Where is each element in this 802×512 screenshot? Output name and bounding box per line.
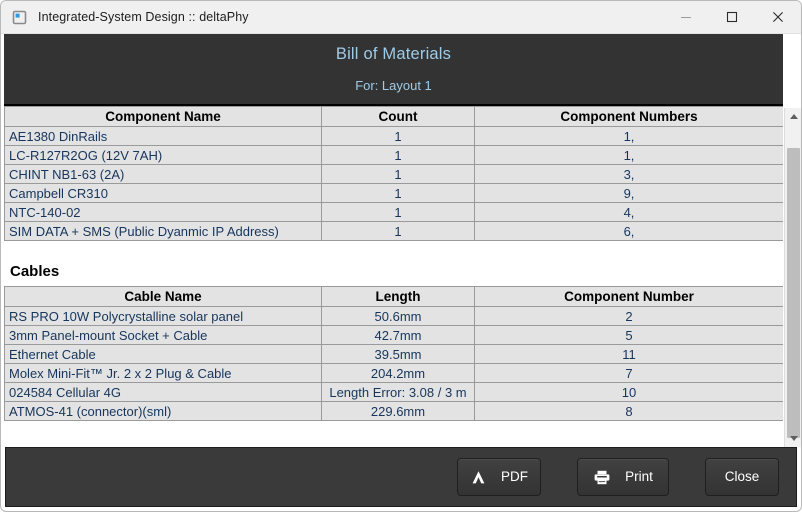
- cell-component-numbers: 1,: [474, 126, 783, 146]
- window-title: Integrated-System Design :: deltaPhy: [38, 10, 249, 24]
- close-button-label: Close: [724, 469, 760, 485]
- maximize-button[interactable]: [709, 1, 755, 33]
- cell-cable-name: Ethernet Cable: [4, 344, 322, 364]
- print-button-label: Print: [625, 469, 653, 485]
- table-row[interactable]: 3mm Panel-mount Socket + Cable 42.7mm 5: [4, 325, 783, 345]
- app-window-icon: [11, 9, 28, 26]
- cell-component-numbers: 9,: [474, 183, 783, 203]
- cell-component-name: LC-R127R2OG (12V 7AH): [4, 145, 322, 165]
- close-dialog-button[interactable]: Close: [705, 458, 779, 496]
- print-button[interactable]: Print: [577, 458, 669, 496]
- section-spacer: [4, 241, 783, 263]
- maximize-icon: [726, 11, 738, 23]
- table-row[interactable]: 024584 Cellular 4G Length Error: 3.08 / …: [4, 382, 783, 402]
- pdf-button[interactable]: PDF: [457, 458, 541, 496]
- cell-component-numbers: 4,: [474, 202, 783, 222]
- cell-component-number: 5: [474, 325, 783, 345]
- cell-count: 1: [321, 202, 475, 222]
- close-button[interactable]: [755, 1, 801, 33]
- cell-cable-name: RS PRO 10W Polycrystalline solar panel: [4, 306, 322, 326]
- report-header: Bill of Materials For: Layout 1: [4, 34, 783, 106]
- table-row[interactable]: SIM DATA + SMS (Public Dyanmic IP Addres…: [4, 221, 783, 241]
- column-header-component-numbers: Component Numbers: [474, 106, 783, 127]
- table-row[interactable]: AE1380 DinRails 1 1,: [4, 126, 783, 146]
- table-row[interactable]: Campbell CR310 1 9,: [4, 183, 783, 203]
- cell-component-number: 11: [474, 344, 783, 364]
- cell-length: 39.5mm: [321, 344, 475, 364]
- cables-section-heading: Cables: [10, 263, 60, 280]
- cell-count: 1: [321, 164, 475, 184]
- cell-count: 1: [321, 145, 475, 165]
- cables-table: Cable Name Length Component Number RS PR…: [4, 286, 783, 421]
- table-row[interactable]: Molex Mini-Fit™ Jr. 2 x 2 Plug & Cable 2…: [4, 363, 783, 383]
- printer-icon: [593, 469, 611, 486]
- cell-component-name: Campbell CR310: [4, 183, 322, 203]
- cell-component-name: NTC-140-02: [4, 202, 322, 222]
- cell-component-number: 7: [474, 363, 783, 383]
- table-row[interactable]: CHINT NB1-63 (2A) 1 3,: [4, 164, 783, 184]
- table-row[interactable]: NTC-140-02 1 4,: [4, 202, 783, 222]
- vertical-scrollbar[interactable]: [784, 108, 801, 447]
- title-bar-left: Integrated-System Design :: deltaPhy: [1, 9, 249, 26]
- close-icon: [773, 12, 783, 22]
- window-controls: [663, 1, 801, 33]
- minimize-icon: [681, 17, 691, 18]
- cell-component-numbers: 1,: [474, 145, 783, 165]
- pdf-icon: [470, 469, 487, 486]
- cell-cable-name: 024584 Cellular 4G: [4, 382, 322, 402]
- column-header-count: Count: [321, 106, 475, 127]
- cell-length: 229.6mm: [321, 401, 475, 421]
- pdf-button-label: PDF: [501, 469, 528, 485]
- components-table: Component Name Count Component Numbers A…: [4, 106, 783, 241]
- cell-length: 50.6mm: [321, 306, 475, 326]
- cell-count: 1: [321, 221, 475, 241]
- minimize-button[interactable]: [663, 1, 709, 33]
- cell-count: 1: [321, 126, 475, 146]
- report-title: Bill of Materials: [335, 45, 452, 63]
- cell-component-name: SIM DATA + SMS (Public Dyanmic IP Addres…: [4, 221, 322, 241]
- scrollbar-thumb[interactable]: [787, 148, 800, 438]
- cell-component-name: AE1380 DinRails: [4, 126, 322, 146]
- cell-length: 204.2mm: [321, 363, 475, 383]
- column-header-component-name: Component Name: [4, 106, 322, 127]
- cell-component-numbers: 6,: [474, 221, 783, 241]
- table-row[interactable]: Ethernet Cable 39.5mm 11: [4, 344, 783, 364]
- cell-component-name: CHINT NB1-63 (2A): [4, 164, 322, 184]
- cell-cable-name: 3mm Panel-mount Socket + Cable: [4, 325, 322, 345]
- report-subtitle: For: Layout 1: [355, 78, 432, 93]
- table-header-row: Cable Name Length Component Number: [4, 286, 783, 307]
- column-header-cable-name: Cable Name: [4, 286, 322, 307]
- cell-component-numbers: 3,: [474, 164, 783, 184]
- column-header-component-number: Component Number: [474, 286, 783, 307]
- cell-cable-name: Molex Mini-Fit™ Jr. 2 x 2 Plug & Cable: [4, 363, 322, 383]
- cell-length-error: Length Error: 3.08 / 3 m: [321, 382, 475, 402]
- cell-count: 1: [321, 183, 475, 203]
- table-row[interactable]: RS PRO 10W Polycrystalline solar panel 5…: [4, 306, 783, 326]
- title-bar: Integrated-System Design :: deltaPhy: [1, 1, 801, 34]
- action-button-bar: PDF Print Close: [5, 447, 797, 507]
- cell-component-number: 8: [474, 401, 783, 421]
- report-document: Bill of Materials For: Layout 1 Componen…: [4, 34, 783, 447]
- scroll-down-arrow-icon[interactable]: [785, 430, 801, 447]
- cell-component-number: 10: [474, 382, 783, 402]
- column-header-length: Length: [321, 286, 475, 307]
- scroll-up-arrow-icon[interactable]: [785, 108, 801, 125]
- cell-cable-name: ATMOS-41 (connector)(sml): [4, 401, 322, 421]
- table-row[interactable]: LC-R127R2OG (12V 7AH) 1 1,: [4, 145, 783, 165]
- table-header-row: Component Name Count Component Numbers: [4, 106, 783, 127]
- table-row[interactable]: ATMOS-41 (connector)(sml) 229.6mm 8: [4, 401, 783, 421]
- cell-component-number: 2: [474, 306, 783, 326]
- cell-length: 42.7mm: [321, 325, 475, 345]
- content-area: Bill of Materials For: Layout 1 Componen…: [1, 34, 801, 447]
